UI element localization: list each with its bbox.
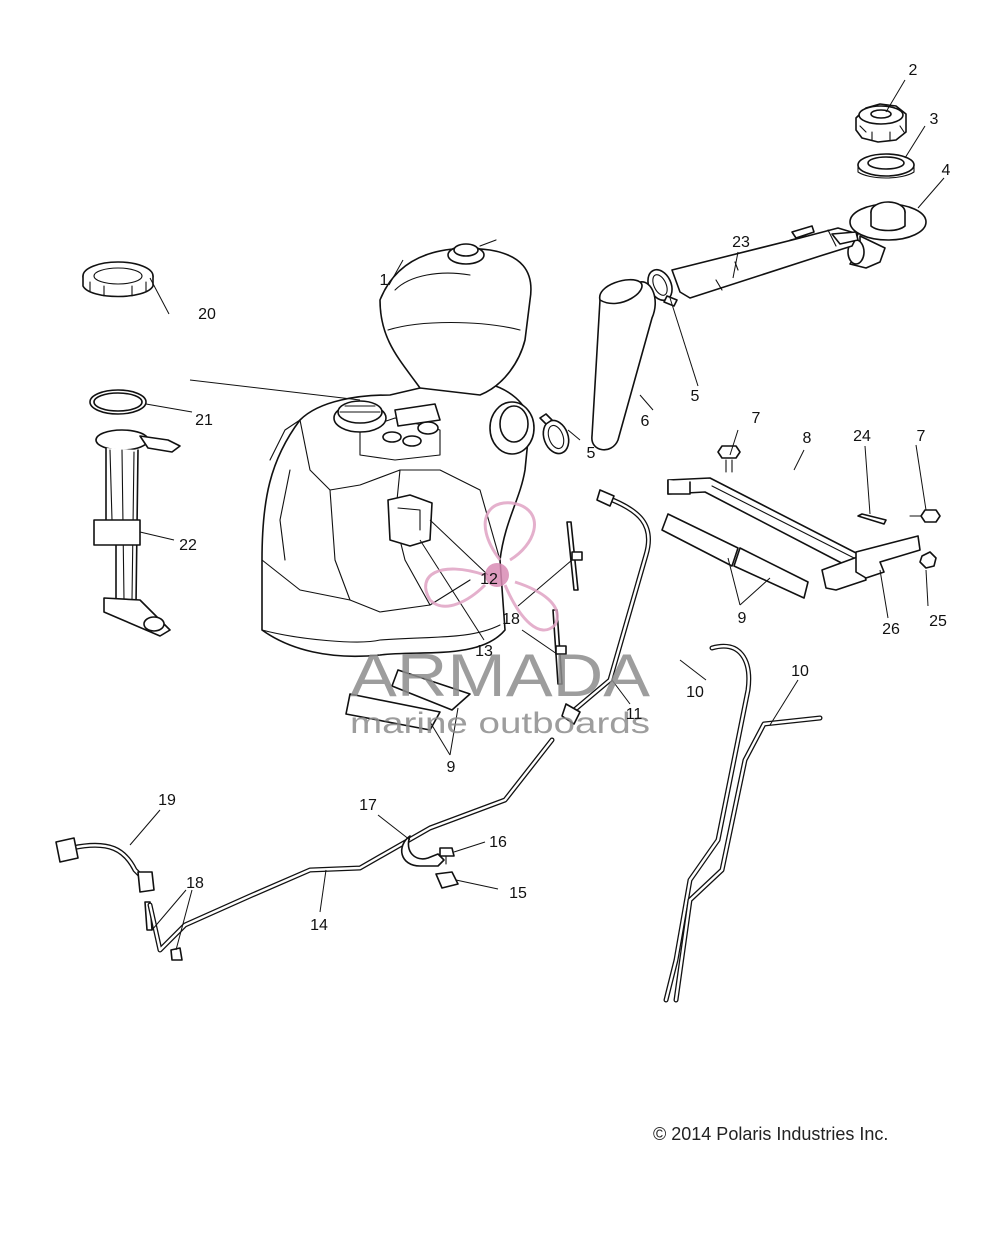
callout-19: 19 bbox=[158, 792, 176, 809]
filler-tube bbox=[671, 225, 859, 299]
callout-11: 11 bbox=[626, 706, 643, 723]
callout-21: 21 bbox=[195, 412, 213, 429]
foam-pad-right-2 bbox=[733, 547, 809, 599]
pump-lock-ring bbox=[82, 261, 154, 298]
callout-12: 12 bbox=[480, 571, 498, 588]
callout-16: 16 bbox=[489, 834, 507, 851]
callout-7-right: 7 bbox=[917, 428, 926, 445]
watermark-logo bbox=[424, 501, 559, 632]
watermark-brand: ARMADA bbox=[350, 642, 650, 709]
pump-seal-ring bbox=[89, 389, 147, 415]
callout-18-upper: 18 bbox=[502, 611, 520, 628]
callout-10-left: 10 bbox=[686, 684, 704, 701]
callout-labels: 1 2 3 4 5 5 6 7 7 8 9 9 10 10 11 12 13 1… bbox=[158, 62, 950, 934]
fuel-tank bbox=[261, 239, 535, 658]
callout-10-right: 10 bbox=[791, 663, 809, 680]
callout-4: 4 bbox=[942, 162, 951, 179]
hose-clamp-lower bbox=[539, 413, 570, 455]
callout-7-upper: 7 bbox=[752, 410, 761, 427]
screw bbox=[439, 847, 455, 865]
foam-pad-lower-1 bbox=[391, 669, 471, 711]
callout-18-lower: 18 bbox=[186, 875, 204, 892]
callout-5-upper: 5 bbox=[691, 388, 700, 405]
vent-line bbox=[663, 643, 823, 1003]
bolt-upper bbox=[717, 445, 741, 473]
callout-3: 3 bbox=[930, 111, 939, 128]
callout-20: 20 bbox=[198, 306, 216, 323]
cap-gasket bbox=[857, 153, 915, 179]
retainer-clip bbox=[435, 871, 459, 889]
fuel-cap bbox=[855, 103, 907, 143]
callout-23: 23 bbox=[732, 234, 750, 251]
watermark: ARMADA marine outboards bbox=[350, 501, 650, 740]
callout-9-lower: 9 bbox=[447, 759, 456, 776]
strap-bracket-end bbox=[855, 535, 921, 579]
bracket-nut bbox=[919, 551, 937, 569]
foam-pad-right-1 bbox=[661, 513, 739, 567]
callout-13: 13 bbox=[475, 643, 493, 660]
p-clamp bbox=[400, 835, 445, 867]
copyright-notice: © 2014 Polaris Industries Inc. bbox=[653, 1124, 889, 1144]
fuel-pump-assembly bbox=[93, 429, 181, 637]
callout-15: 15 bbox=[509, 885, 527, 902]
leader-lines bbox=[129, 79, 945, 951]
logo-center-dot bbox=[485, 563, 509, 587]
callout-9-right: 9 bbox=[738, 610, 747, 627]
tank-strap-bracket bbox=[667, 477, 867, 591]
cable-tie-upper bbox=[566, 521, 583, 591]
logo-petal-right bbox=[503, 580, 559, 632]
callout-17: 17 bbox=[359, 797, 377, 814]
pump-wire-harness bbox=[55, 837, 155, 893]
foam-pad-lower-2 bbox=[345, 693, 441, 731]
callout-2: 2 bbox=[909, 62, 918, 79]
callout-26: 26 bbox=[882, 621, 900, 638]
callout-8: 8 bbox=[803, 430, 812, 447]
filler-hose bbox=[591, 278, 656, 451]
filler-neck-housing bbox=[847, 201, 927, 269]
callout-25: 25 bbox=[929, 613, 947, 630]
callout-5-lower: 5 bbox=[587, 445, 596, 462]
callout-24: 24 bbox=[853, 428, 871, 445]
fuel-supply-line bbox=[147, 737, 555, 953]
bracket-bolt bbox=[857, 513, 887, 525]
logo-petal-left bbox=[424, 567, 487, 608]
callout-6: 6 bbox=[641, 413, 650, 430]
fuel-line bbox=[561, 489, 652, 725]
callout-1: 1 bbox=[380, 272, 389, 289]
bolt-right bbox=[909, 509, 941, 523]
logo-petal-top bbox=[483, 501, 536, 562]
callout-22: 22 bbox=[179, 537, 197, 554]
callout-14: 14 bbox=[310, 917, 328, 934]
watermark-tagline: marine outboards bbox=[350, 707, 650, 740]
